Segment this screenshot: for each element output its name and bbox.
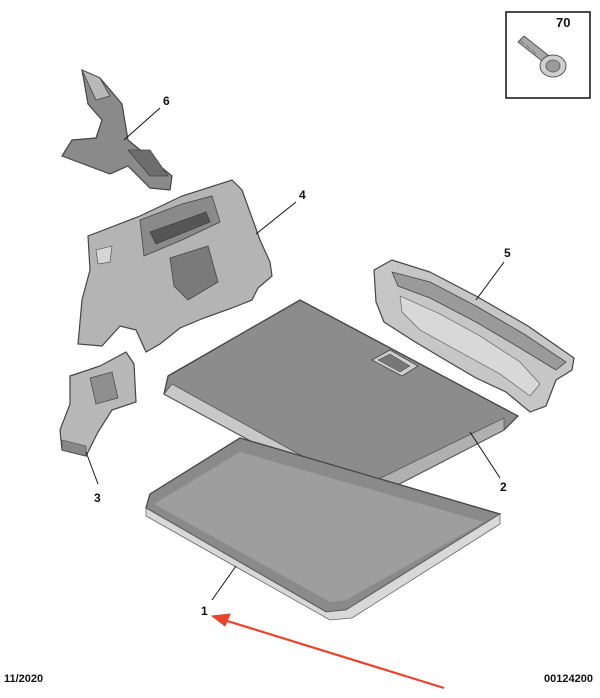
leader-6 bbox=[123, 107, 161, 141]
callout-70: 70 bbox=[556, 15, 570, 30]
screw-icon bbox=[517, 35, 567, 78]
leader-4 bbox=[255, 201, 297, 235]
callout-2: 2 bbox=[500, 480, 507, 494]
callout-1: 1 bbox=[201, 604, 208, 618]
leader-3 bbox=[85, 451, 99, 485]
callout-4: 4 bbox=[299, 188, 306, 202]
part-3-corner-trim bbox=[59, 351, 137, 457]
callout-6: 6 bbox=[163, 94, 170, 108]
footer-code: 00124200 bbox=[544, 673, 593, 685]
callout-5: 5 bbox=[504, 246, 511, 260]
part-1-boot-mat bbox=[145, 437, 502, 621]
part-5-sill-trim bbox=[373, 259, 575, 413]
part-6-bracket bbox=[61, 68, 173, 191]
part-4-side-panel bbox=[77, 179, 273, 353]
leader-1 bbox=[211, 565, 237, 601]
callout-3: 3 bbox=[94, 491, 101, 505]
footer-date: 11/2020 bbox=[4, 673, 44, 685]
fastener-detail-box: 70 bbox=[505, 11, 591, 99]
leader-2 bbox=[469, 431, 501, 479]
leader-5 bbox=[475, 261, 505, 301]
pointer-arrow bbox=[210, 613, 445, 690]
